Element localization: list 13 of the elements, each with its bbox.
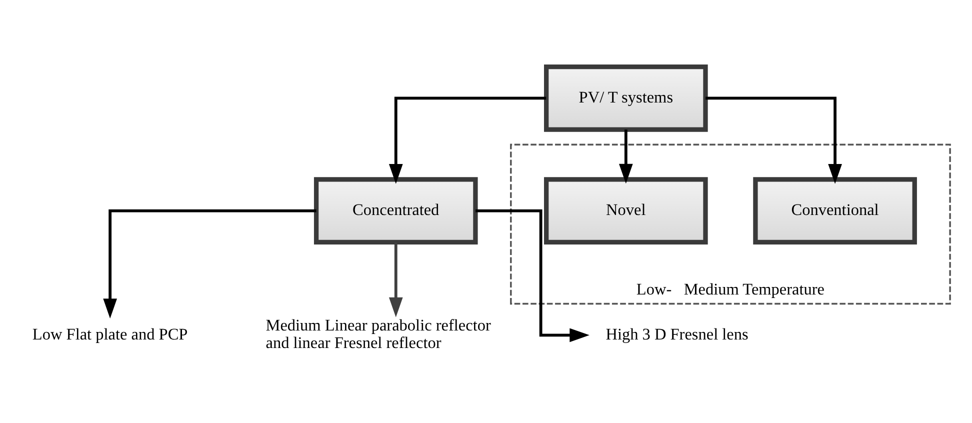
node-box: Concentrated (313, 176, 478, 244)
node-text: Medium Linear parabolic reflector and linear Fresnel reflector (265, 316, 490, 352)
node-box: Conventional (752, 176, 916, 244)
node-box: PV/ T systems (544, 64, 708, 132)
node-box: Novel (544, 176, 708, 244)
arrow (705, 96, 842, 184)
arrow (388, 96, 546, 184)
node-text: Low Flat plate and PCP (32, 324, 188, 343)
node-text: High 3 D Fresnel lens (605, 324, 748, 343)
arrow (475, 208, 589, 342)
arrow (102, 208, 316, 318)
arrow (388, 242, 402, 317)
arrow (618, 129, 632, 184)
